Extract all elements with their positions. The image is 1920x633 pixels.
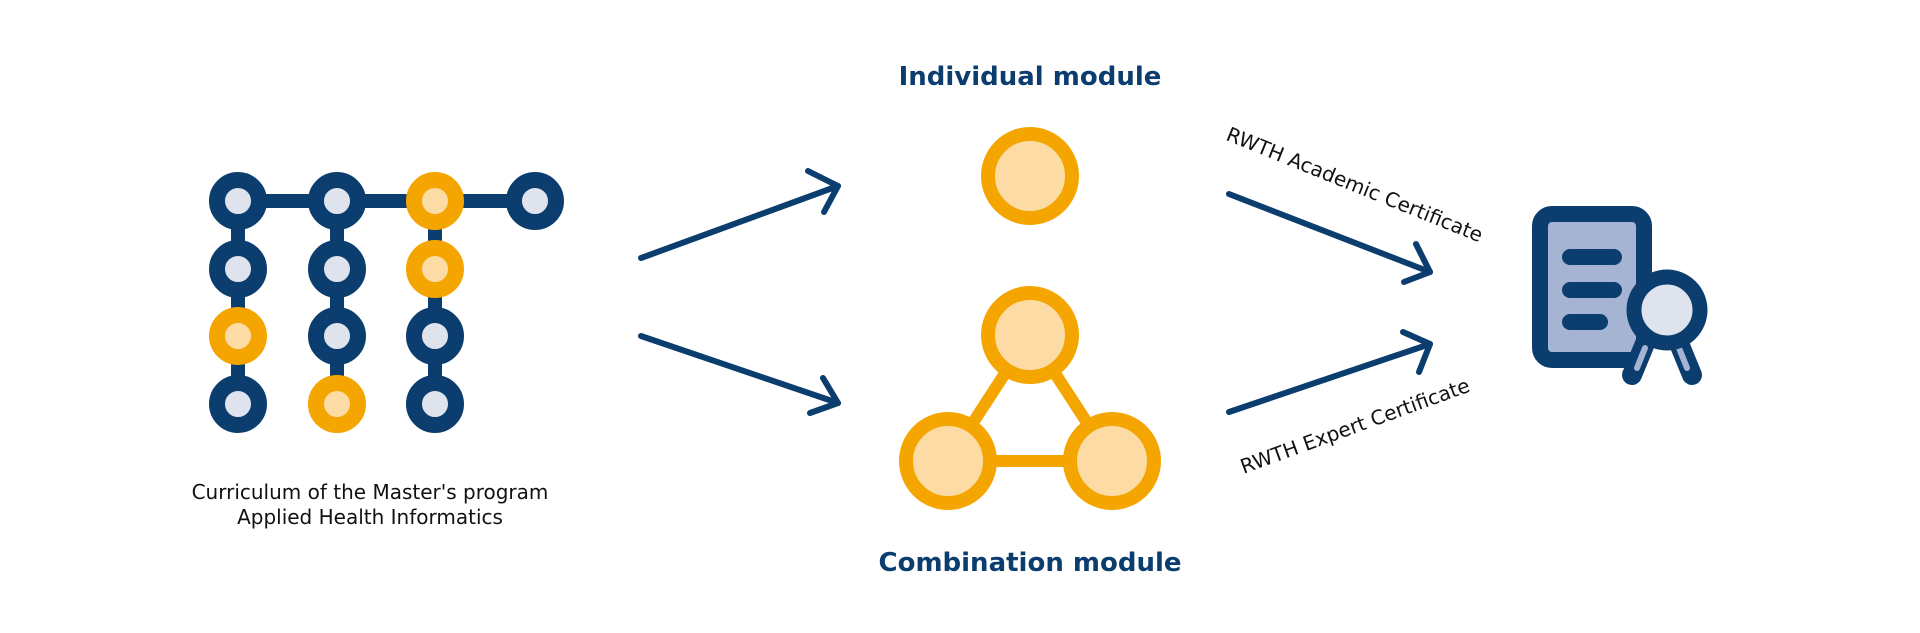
arrow-expert-head [1400, 329, 1433, 375]
curriculum-module-node [209, 172, 267, 230]
arrow-to-individual-head [805, 168, 841, 215]
arrow-to-individual-shaft [638, 183, 841, 261]
certificate-icon [1532, 206, 1708, 385]
curriculum-caption-line1: Curriculum of the Master's program [191, 480, 549, 504]
combination-module-icon [899, 286, 1161, 510]
curriculum-module-node [308, 307, 366, 365]
curriculum-module-node [209, 240, 267, 298]
curriculum-module-node [406, 172, 464, 230]
arrow-expert-shaft [1226, 341, 1433, 415]
individual-module-title: Individual module [898, 62, 1162, 92]
curriculum-network-icon [209, 172, 564, 433]
curriculum-caption: Curriculum of the Master's program Appli… [170, 480, 570, 530]
curriculum-module-node [406, 375, 464, 433]
curriculum-module-node [209, 375, 267, 433]
curriculum-module-node [406, 240, 464, 298]
individual-module-icon [981, 127, 1079, 225]
arrow-to-combination-shaft [638, 333, 841, 406]
curriculum-module-node [308, 240, 366, 298]
curriculum-module-node [308, 375, 366, 433]
curriculum-module-node [209, 307, 267, 365]
arrow-to-combination-head [807, 375, 841, 416]
curriculum-caption-line2: Applied Health Informatics [237, 505, 503, 529]
arrow-academic-head [1401, 241, 1433, 285]
curriculum-module-node [308, 172, 366, 230]
combination-module-title: Combination module [878, 548, 1182, 578]
curriculum-module-node [506, 172, 564, 230]
arrow-academic-shaft [1226, 191, 1433, 275]
curriculum-module-node [406, 307, 464, 365]
